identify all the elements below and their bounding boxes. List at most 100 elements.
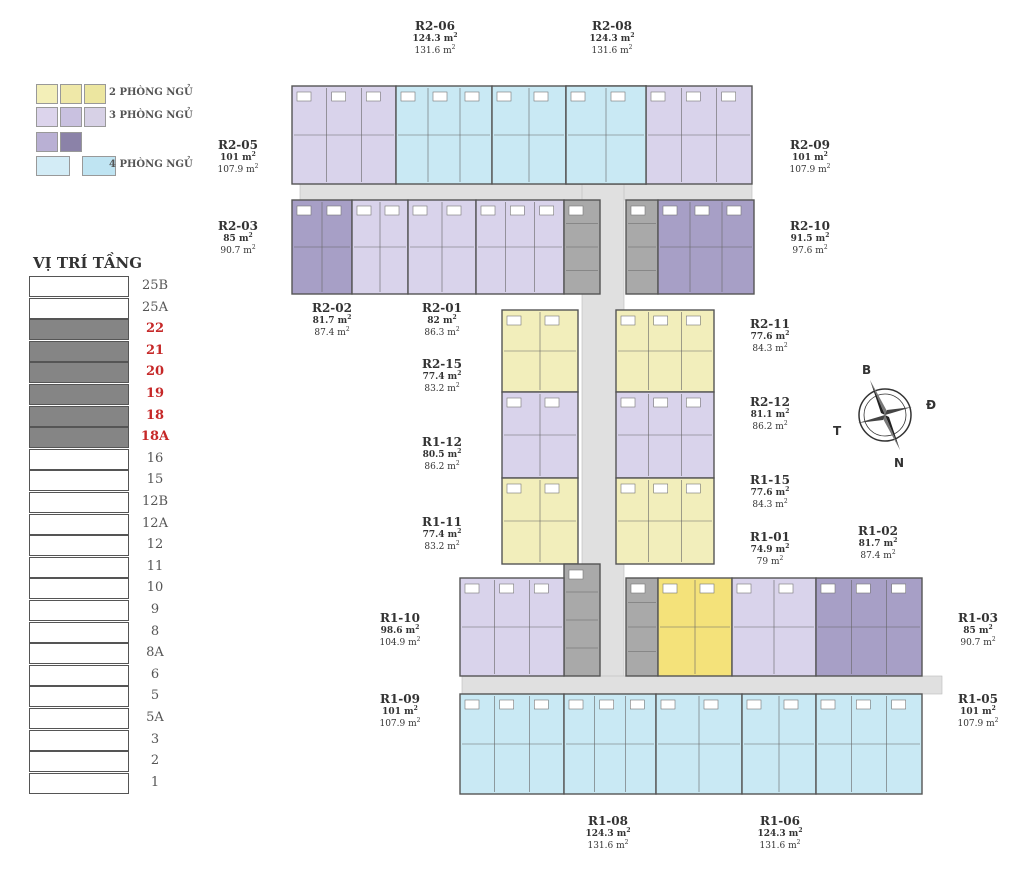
- area-unit: m: [883, 551, 892, 562]
- fixture: [726, 205, 742, 216]
- floor-label[interactable]: 20: [145, 364, 165, 380]
- floor-bar-5A[interactable]: [29, 708, 129, 729]
- floor-label[interactable]: 18A: [140, 429, 170, 445]
- fixture: [650, 91, 666, 102]
- floor-label[interactable]: 1: [150, 774, 160, 790]
- unit-id: R1-11: [421, 515, 462, 529]
- area-unit: m: [775, 422, 784, 433]
- floor-label[interactable]: 12A: [142, 515, 168, 531]
- floor-bar-15[interactable]: [29, 470, 129, 492]
- area-unit: m: [408, 719, 417, 730]
- area-sup: 2: [798, 827, 803, 835]
- floor-label[interactable]: 25B: [141, 278, 169, 293]
- area-sup: 2: [455, 326, 460, 334]
- floor-label[interactable]: 16: [146, 450, 164, 466]
- floor-label[interactable]: 12B: [141, 494, 169, 509]
- unit-area-gross-value: 87.4: [314, 328, 335, 339]
- unit-id: R2-09: [789, 138, 830, 152]
- floor-label[interactable]: 8A: [146, 645, 164, 661]
- floor-bar-8[interactable]: [29, 621, 129, 643]
- unit-area-gross: 131.6 m2: [568, 839, 648, 852]
- floor-bar-22[interactable]: [29, 319, 129, 341]
- floor-bar-19[interactable]: [29, 384, 129, 405]
- floor-label[interactable]: 6: [150, 666, 160, 682]
- floor-bar-3[interactable]: [29, 729, 129, 751]
- legend-row: 2 PHÒNG NGỦ: [36, 84, 196, 106]
- fixture: [506, 315, 522, 326]
- unit-area-net-value: 101: [792, 153, 811, 164]
- floor-label[interactable]: 12: [146, 537, 164, 553]
- floor-bar-12B[interactable]: [29, 492, 129, 513]
- legend-row: 4 PHÒNG NGỦ: [36, 156, 196, 178]
- floor-label[interactable]: 5A: [146, 710, 164, 725]
- floor-bar-12[interactable]: [29, 535, 129, 557]
- floor-bar-1[interactable]: [29, 772, 129, 794]
- unit-area-gross-value: 131.6: [587, 841, 614, 852]
- floor-bar-11[interactable]: [29, 556, 129, 578]
- area-unit: m: [883, 539, 894, 550]
- unit-id: R2-01: [421, 301, 462, 315]
- floor-bar-9[interactable]: [29, 600, 129, 621]
- floor-label[interactable]: 10: [146, 580, 164, 596]
- floor-bar-18A[interactable]: [29, 427, 129, 449]
- floor-label[interactable]: 3: [150, 731, 160, 747]
- floor-bar-25A[interactable]: [29, 297, 129, 319]
- area-sup: 2: [628, 44, 633, 52]
- floor-bar-2[interactable]: [29, 751, 129, 773]
- floor-label[interactable]: 2: [150, 753, 160, 769]
- floor-label[interactable]: 15: [146, 472, 164, 488]
- floor-label[interactable]: 22: [145, 321, 165, 337]
- unit-area-gross: 131.6 m2: [395, 44, 475, 57]
- floor-bar-18[interactable]: [29, 405, 129, 427]
- area-unit: m: [443, 46, 452, 57]
- unit-area-gross: 83.2 m2: [402, 540, 482, 553]
- fixture: [686, 397, 701, 408]
- floor-label[interactable]: 25A: [142, 299, 168, 315]
- floor-bar-21[interactable]: [29, 340, 129, 362]
- floor-bar-5[interactable]: [29, 686, 129, 708]
- floor-bar-20[interactable]: [29, 362, 129, 384]
- unit-area-gross-value: 97.6: [792, 246, 813, 257]
- floor-label[interactable]: 5: [150, 688, 160, 704]
- floor-bar-12A[interactable]: [29, 513, 129, 535]
- floor-bar-8A[interactable]: [29, 643, 129, 665]
- floor-label[interactable]: 8: [150, 623, 160, 639]
- area-unit: m: [447, 372, 458, 383]
- floor-label[interactable]: 18: [145, 407, 165, 423]
- area-sup: 2: [991, 705, 996, 713]
- floor-bar-16[interactable]: [29, 448, 129, 470]
- area-unit: m: [788, 841, 797, 852]
- unit-id: R1-05: [957, 692, 998, 706]
- floor-label[interactable]: 11: [146, 558, 164, 574]
- floor-label[interactable]: 9: [150, 602, 160, 617]
- floor-label[interactable]: 21: [145, 342, 165, 358]
- unit-area-net: 101 m2: [360, 705, 440, 718]
- floor-bar-25B[interactable]: [29, 276, 129, 297]
- floor-bar-6[interactable]: [29, 664, 129, 686]
- floor-bar-10[interactable]: [29, 578, 129, 600]
- floor-label[interactable]: 19: [145, 386, 165, 401]
- area-unit: m: [983, 638, 992, 649]
